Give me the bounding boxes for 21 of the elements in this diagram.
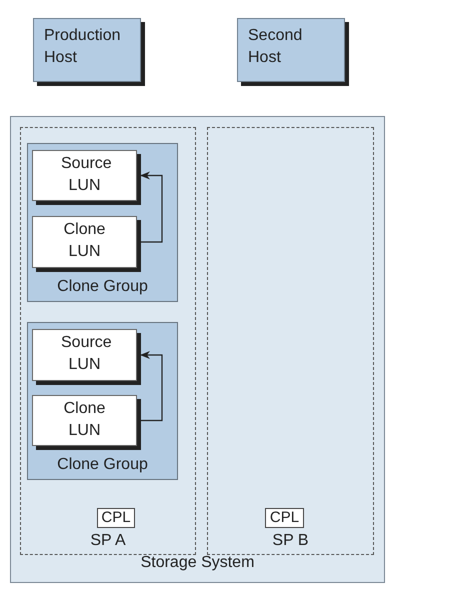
storage-processor-region [207, 127, 374, 555]
node-label: Clone LUN [62, 220, 106, 262]
clone-group-box [27, 143, 178, 302]
node-label: CPL [268, 508, 300, 528]
node-label: Clone Group [56, 455, 149, 475]
node-label: Clone LUN [62, 399, 106, 441]
arrow [140, 172, 163, 243]
node-label: SP A [89, 531, 127, 551]
clone-group-box [27, 322, 178, 480]
node-label: Production Host [44, 26, 122, 68]
storage-processor-region [20, 127, 196, 555]
node-label: SP B [271, 531, 310, 551]
cpl-box [265, 508, 304, 528]
node-label: Source LUN [60, 333, 113, 375]
storage-system-panel [10, 116, 385, 583]
node-label: CPL [100, 508, 132, 528]
arrow [140, 351, 163, 422]
node-label: Storage System [140, 553, 256, 573]
node-label: Clone Group [56, 277, 149, 297]
node-label: Source LUN [60, 154, 113, 196]
node-label: Second Host [248, 26, 304, 68]
